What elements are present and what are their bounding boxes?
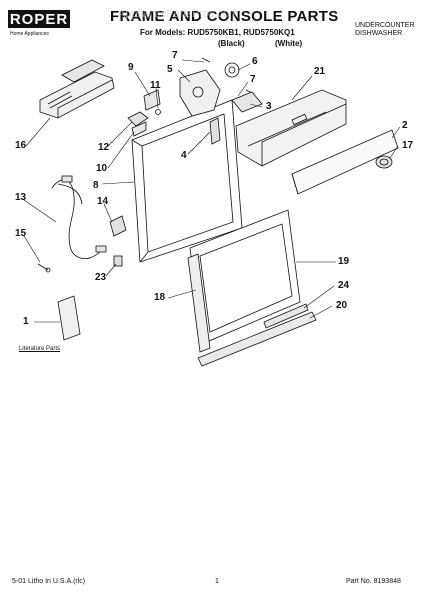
footer-page-number: 1 xyxy=(215,578,219,585)
models-line: For Models: RUD5750KB1, RUD5750KQ1 xyxy=(140,28,295,37)
callout-17: 17 xyxy=(402,140,414,151)
callout-15: 15 xyxy=(15,228,27,239)
callout-24: 24 xyxy=(338,280,350,291)
callout-16: 16 xyxy=(15,140,27,151)
callout-14: 14 xyxy=(97,196,109,207)
callout-7-right: 7 xyxy=(250,74,256,85)
callout-7-top: 7 xyxy=(172,50,178,61)
callout-9: 9 xyxy=(128,62,134,73)
callout-3: 3 xyxy=(266,101,272,112)
callout-20: 20 xyxy=(336,300,348,311)
callout-10: 10 xyxy=(96,163,108,174)
part-3-bracket xyxy=(231,91,263,113)
variant-white: (White) xyxy=(275,39,303,48)
part-16-vent xyxy=(39,59,115,119)
literature-parts-label: Literature Parts xyxy=(19,346,61,352)
callout-12: 12 xyxy=(98,142,110,153)
callout-2: 2 xyxy=(402,120,408,131)
part-9-hinge xyxy=(143,89,161,111)
part-15-screw xyxy=(37,263,51,273)
part-18-inner-panel xyxy=(187,253,211,353)
leader-lines xyxy=(23,59,401,323)
callout-1: 1 xyxy=(23,316,29,327)
part-24-trim xyxy=(263,303,309,329)
footer-part-number: Part No. 8193848 xyxy=(346,578,401,585)
product-type-line2: DISHWASHER xyxy=(355,30,403,37)
page-title: FRAME AND CONSOLE PARTS xyxy=(110,8,339,25)
brand-tagline: Home Appliances xyxy=(10,31,49,37)
product-type: UNDERCOUNTER DISHWASHER xyxy=(355,22,430,38)
part-20-bottom-trim xyxy=(197,311,317,367)
callout-6: 6 xyxy=(252,56,258,67)
product-type-line1: UNDERCOUNTER xyxy=(355,22,415,29)
part-12-bracket xyxy=(127,111,149,127)
footer-print-info: 5-01 Litho In U.S.A.(rlc) xyxy=(12,578,86,585)
variant-black: (Black) xyxy=(218,39,245,48)
callout-13: 13 xyxy=(15,192,27,203)
brand-logo: ROPER xyxy=(8,10,70,28)
part-13-harness xyxy=(51,175,107,259)
part-17-knob xyxy=(375,155,393,169)
callout-18: 18 xyxy=(154,292,166,303)
part-23-clip xyxy=(113,255,123,267)
watermark: AppliancePartsPros.com xyxy=(118,8,239,20)
part-5-latch-assembly xyxy=(179,69,221,117)
part-21-console xyxy=(235,89,347,167)
callout-5: 5 xyxy=(167,64,173,75)
callout-23: 23 xyxy=(95,272,107,283)
part-4-switch xyxy=(209,117,221,145)
part-2-facia xyxy=(291,129,399,195)
part-6-actuator xyxy=(224,62,240,78)
callout-19: 19 xyxy=(338,256,350,267)
callout-11: 11 xyxy=(150,80,161,91)
callout-8: 8 xyxy=(93,180,99,191)
callout-21: 21 xyxy=(314,66,326,77)
part-14-switch xyxy=(109,215,127,237)
callout-4: 4 xyxy=(181,150,187,161)
part-11-screw xyxy=(155,109,161,115)
part-1-literature xyxy=(57,295,81,341)
